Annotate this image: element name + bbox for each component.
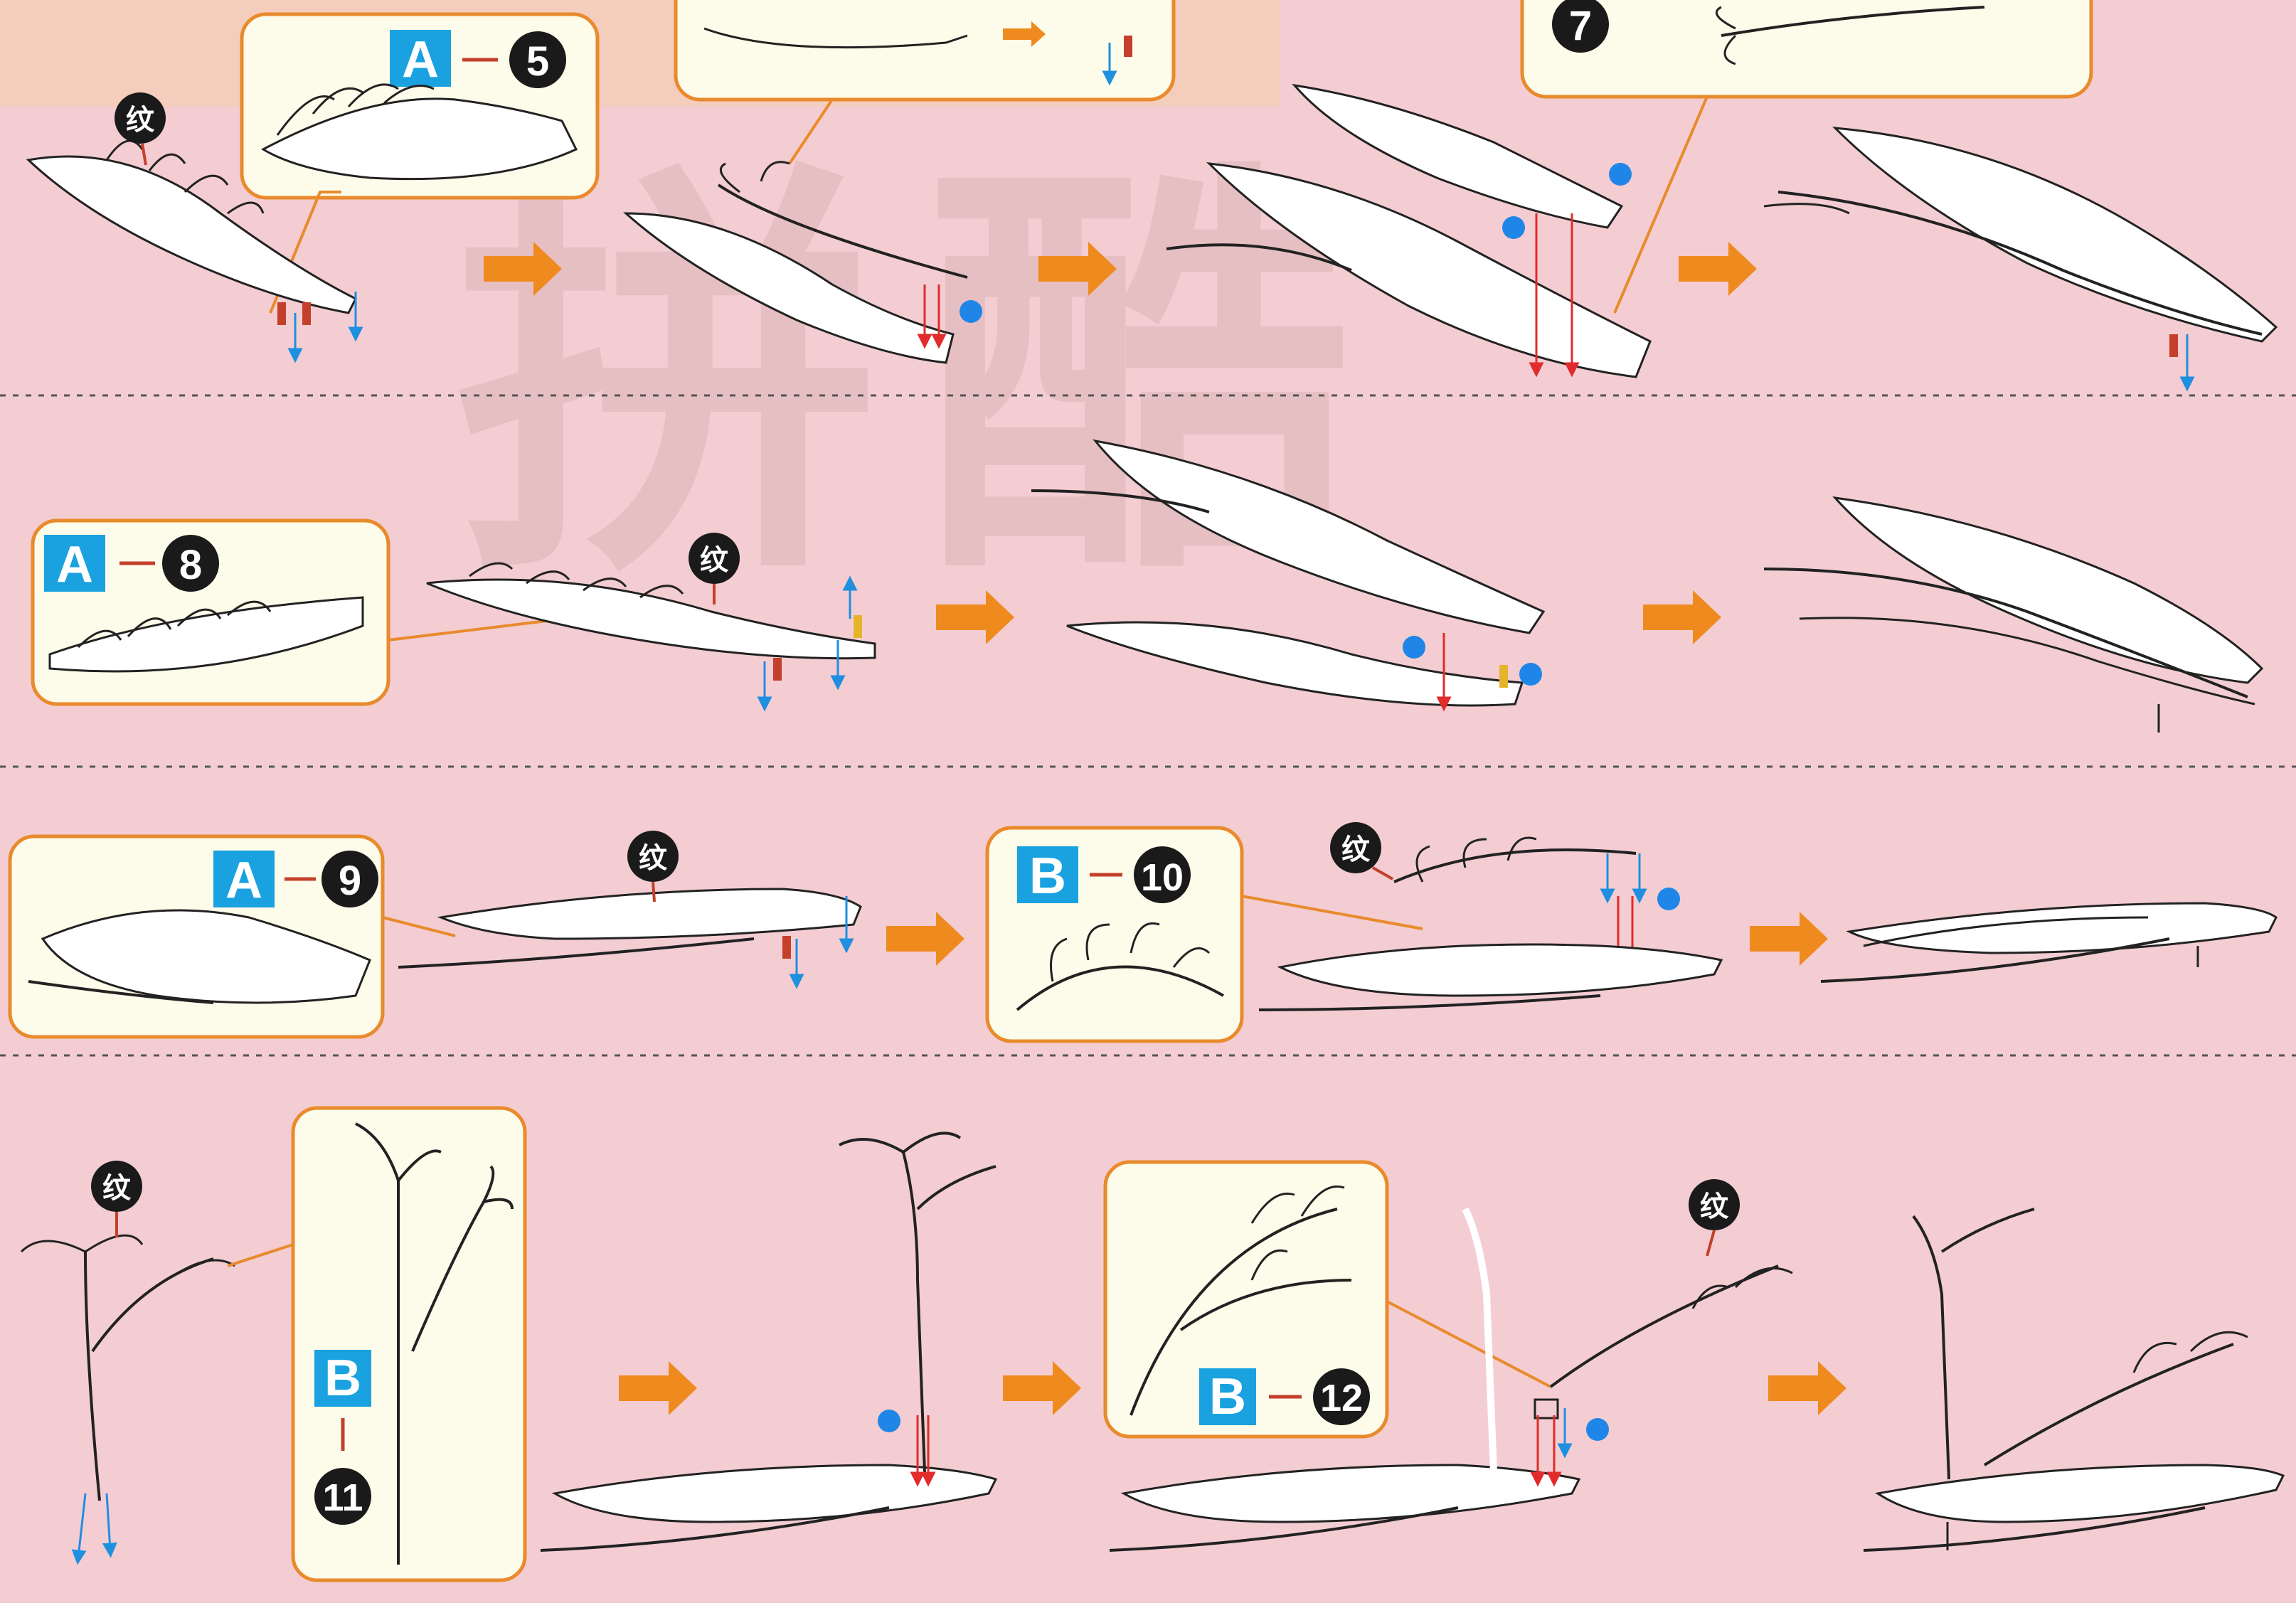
callout-7: 7 bbox=[1522, 0, 2091, 313]
part-letter: A bbox=[402, 31, 439, 88]
branch-wing-result bbox=[1821, 903, 2276, 981]
callout-a9: A 9 bbox=[10, 836, 455, 1037]
part-number: 5 bbox=[526, 38, 549, 85]
step-arrow bbox=[619, 1361, 697, 1415]
step-arrow bbox=[1003, 1361, 1081, 1415]
branch-on-wing-step bbox=[541, 1133, 996, 1550]
marker-pin-5: 纹 bbox=[91, 1161, 142, 1237]
step-arrow bbox=[1768, 1361, 1846, 1415]
svg-text:纹: 纹 bbox=[102, 1172, 132, 1205]
part-number: 9 bbox=[339, 858, 361, 904]
step-arrow bbox=[886, 912, 964, 966]
part-letter: B bbox=[1029, 848, 1066, 905]
part-number: 8 bbox=[179, 542, 202, 588]
part-number: 12 bbox=[1320, 1377, 1363, 1420]
part-letter: A bbox=[225, 852, 262, 909]
marker-pin-4: 纹 bbox=[1330, 822, 1393, 879]
step-arrow bbox=[1643, 590, 1721, 644]
svg-text:纹: 纹 bbox=[700, 544, 729, 577]
step-arrow bbox=[1750, 912, 1828, 966]
svg-text:纹: 纹 bbox=[639, 842, 668, 875]
branch-piece-b11 bbox=[21, 1235, 235, 1557]
part-number: 7 bbox=[1569, 3, 1592, 49]
marker-pin-6: 纹 bbox=[1689, 1179, 1740, 1256]
wing-stack-result bbox=[1764, 498, 2262, 733]
part-letter: B bbox=[324, 1350, 361, 1407]
svg-text:纹: 纹 bbox=[1341, 834, 1371, 866]
part-letter: A bbox=[56, 536, 93, 593]
marker-pin-1: 纹 bbox=[115, 92, 166, 165]
svg-text:纹: 纹 bbox=[1700, 1191, 1729, 1223]
step-arrow bbox=[1679, 242, 1757, 296]
double-wing-result bbox=[1764, 128, 2276, 384]
branch-with-wing-step bbox=[1259, 838, 1721, 1010]
part-number: 10 bbox=[1141, 856, 1184, 899]
callout-b11: B 11 bbox=[228, 1108, 525, 1580]
wing-piece-a9 bbox=[398, 889, 861, 981]
part-number: 11 bbox=[322, 1476, 363, 1519]
part-letter: B bbox=[1209, 1368, 1246, 1425]
final-assembly bbox=[1864, 1209, 2283, 1550]
svg-text:纹: 纹 bbox=[126, 104, 155, 137]
